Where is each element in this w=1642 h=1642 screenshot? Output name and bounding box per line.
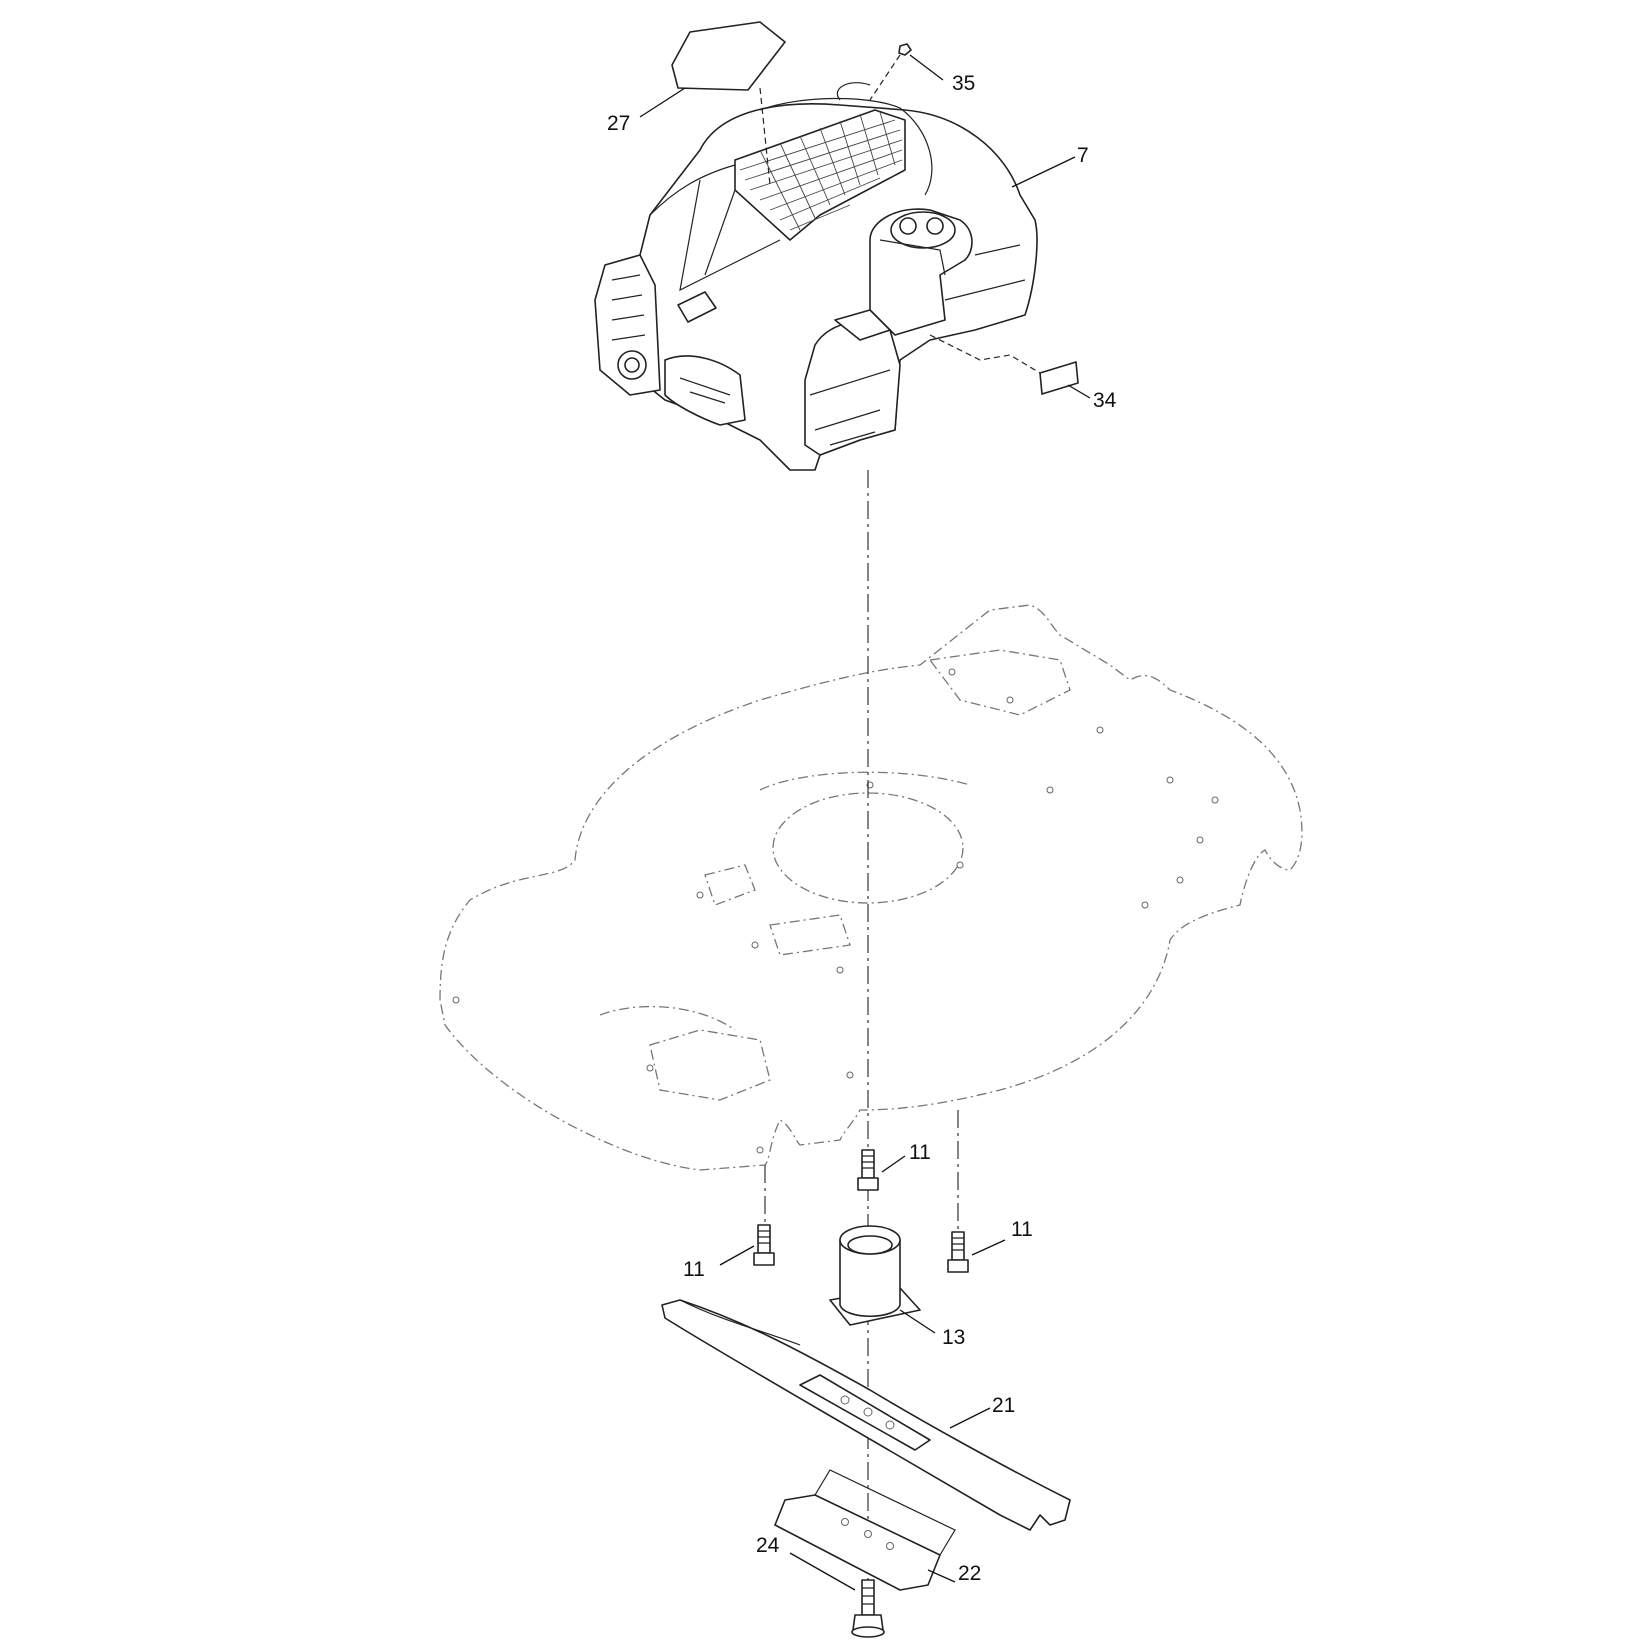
blade-adapter-13 xyxy=(829,1225,921,1326)
callout-11-center: 11 xyxy=(909,1141,931,1164)
callout-34: 34 xyxy=(1093,389,1117,412)
callout-27: 27 xyxy=(607,112,630,135)
decal-27 xyxy=(671,21,786,91)
callout-24: 24 xyxy=(756,1534,780,1557)
callout-35: 35 xyxy=(952,72,975,95)
callout-22: 22 xyxy=(958,1562,981,1585)
callout-11-left: 11 xyxy=(683,1258,705,1281)
mower-deck xyxy=(439,604,1303,1171)
callout-13: 13 xyxy=(942,1326,965,1349)
bolt-11-center xyxy=(857,1149,879,1191)
engine xyxy=(594,82,1038,471)
deck-holes xyxy=(452,668,1219,1154)
bolt-24 xyxy=(851,1579,885,1638)
label-34 xyxy=(1039,361,1079,395)
bolt-11-left xyxy=(753,1224,775,1266)
callout-11-right: 11 xyxy=(1011,1218,1033,1241)
bolt-11-right xyxy=(947,1231,969,1273)
engine-grille xyxy=(739,111,903,231)
callout-21: 21 xyxy=(992,1394,1015,1417)
nut-35 xyxy=(898,43,912,56)
callout-7: 7 xyxy=(1077,144,1089,167)
blade-21 xyxy=(661,1299,1071,1531)
stiffener-22 xyxy=(774,1469,956,1591)
